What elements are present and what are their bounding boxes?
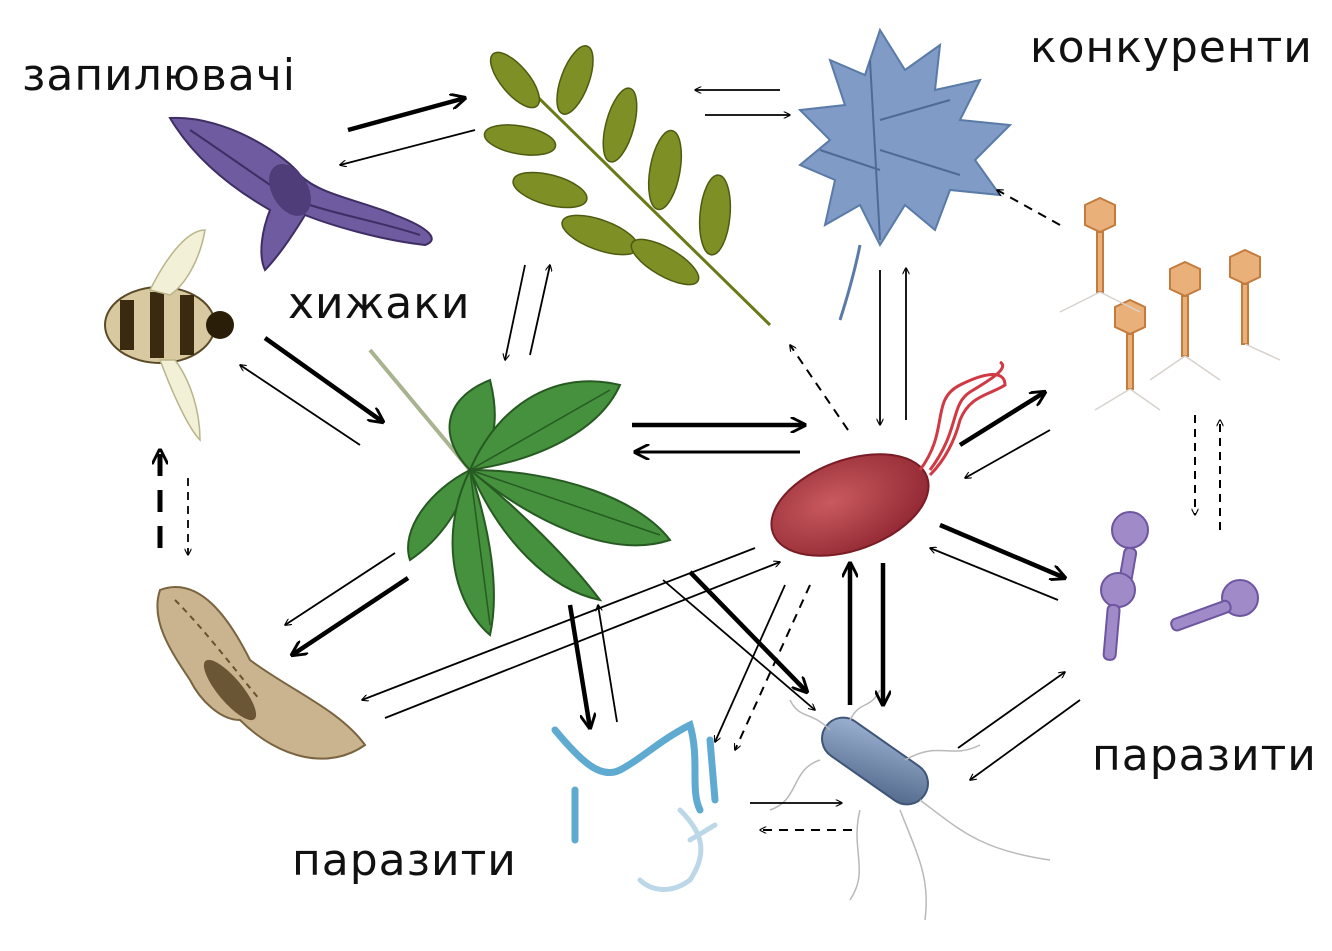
chestnut-leaf-icon [370,350,670,635]
moth-icon [157,587,365,759]
ash-leaf-icon [482,41,770,325]
label-parasites-bottom: паразити [292,835,517,886]
label-predators: хижаки [288,278,470,329]
oak-leaf-icon [800,30,1010,320]
label-competitors: конкуренти [1030,22,1313,73]
bacteriophage-orange-icon [1060,198,1280,410]
hawk-moth-icon [170,118,432,270]
bacteriophage-purple-icon [1101,512,1258,660]
red-bacterium-icon [758,362,1005,575]
label-pollinators: запилювачі [22,50,296,101]
bee-icon [105,230,234,440]
blue-bacterium-icon [770,690,1050,920]
label-parasites-right: паразити [1092,730,1317,781]
fungus-icon [555,725,715,889]
